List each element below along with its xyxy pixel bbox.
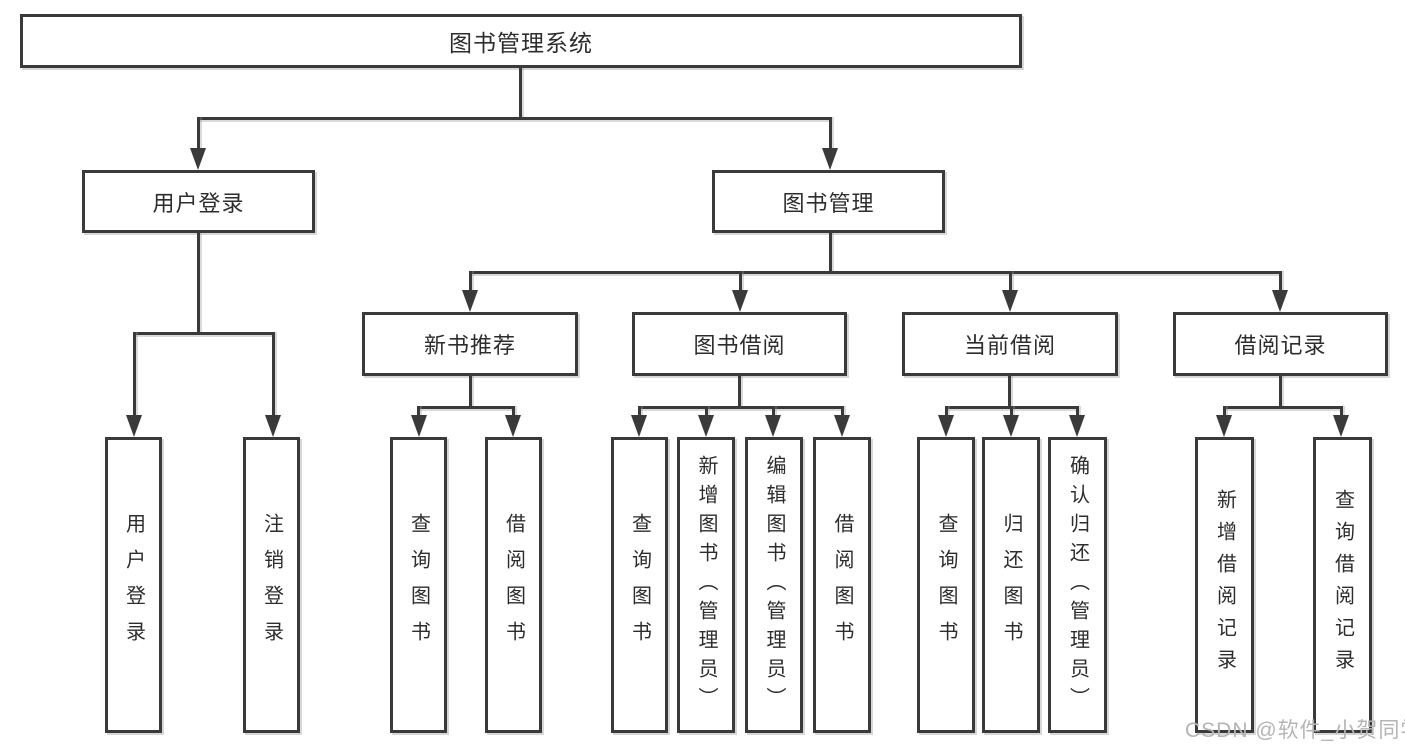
leaf-label: 编辑图书（管理员） bbox=[763, 454, 785, 716]
arrow-down-icon bbox=[732, 290, 748, 312]
leaf-label: 注销登录 bbox=[260, 513, 283, 657]
connector-line bbox=[841, 406, 844, 422]
arrow-down-icon bbox=[822, 148, 838, 170]
connector-line bbox=[1279, 376, 1282, 408]
arrow-down-icon bbox=[1272, 290, 1288, 312]
node-label: 新书推荐 bbox=[423, 333, 516, 358]
arrow-down-icon bbox=[698, 415, 714, 437]
node-library-system: 图书管理系统 bbox=[20, 14, 1022, 68]
leaf-query-borrow-record: 查询借阅记录 bbox=[1313, 437, 1372, 733]
connector-line bbox=[197, 117, 831, 120]
node-label: 当前借阅 bbox=[963, 333, 1056, 358]
leaf-label: 查询图书 bbox=[407, 513, 430, 657]
leaf-label: 查询图书 bbox=[628, 513, 651, 657]
node-label: 图书管理系统 bbox=[449, 30, 593, 56]
connector-line bbox=[519, 68, 522, 118]
leaf-label: 查询图书 bbox=[935, 513, 957, 657]
connector-line bbox=[469, 376, 472, 408]
node-label: 用户登录 bbox=[152, 190, 245, 216]
leaf-query-books: 查询图书 bbox=[390, 437, 447, 733]
connector-line bbox=[1076, 406, 1079, 422]
node-current-borrowing: 当前借阅 bbox=[902, 312, 1118, 376]
node-borrowing-records: 借阅记录 bbox=[1173, 312, 1388, 376]
connector-line bbox=[469, 271, 1282, 274]
node-label: 图书借阅 bbox=[693, 333, 786, 358]
arrow-down-icon bbox=[1003, 415, 1019, 437]
leaf-borrow-books: 借阅图书 bbox=[813, 437, 871, 733]
connector-line bbox=[133, 332, 275, 335]
arrow-down-icon bbox=[505, 415, 521, 437]
arrow-down-icon bbox=[126, 415, 142, 437]
connector-line bbox=[638, 406, 641, 422]
leaf-user-login: 用户登录 bbox=[105, 437, 162, 733]
csdn-watermark: CSDN @软件_小贺同学 bbox=[1185, 719, 1405, 742]
connector-line bbox=[1223, 406, 1226, 422]
connector-line bbox=[738, 376, 741, 408]
arrow-down-icon bbox=[938, 415, 954, 437]
connector-line bbox=[272, 332, 275, 422]
arrow-down-icon bbox=[765, 415, 781, 437]
leaf-add-book-admin: 新增图书（管理员） bbox=[677, 437, 735, 733]
leaf-query-books: 查询图书 bbox=[611, 437, 668, 733]
arrow-down-icon bbox=[1002, 290, 1018, 312]
arrow-down-icon bbox=[265, 415, 281, 437]
leaf-add-borrow-record: 新增借阅记录 bbox=[1195, 437, 1254, 733]
connector-line bbox=[945, 406, 948, 422]
connector-line bbox=[739, 271, 742, 296]
leaf-label: 确认归还（管理员） bbox=[1066, 454, 1089, 716]
leaf-label: 新增图书（管理员） bbox=[695, 454, 717, 716]
connector-line bbox=[705, 406, 708, 422]
connector-line bbox=[417, 406, 515, 409]
connector-line bbox=[829, 233, 832, 273]
node-new-book-recommend: 新书推荐 bbox=[362, 312, 578, 376]
connector-line bbox=[1008, 376, 1011, 408]
leaf-return-books: 归还图书 bbox=[982, 437, 1040, 733]
connector-line bbox=[1279, 271, 1282, 296]
node-label: 借阅记录 bbox=[1234, 333, 1327, 358]
connector-line bbox=[1010, 406, 1013, 422]
connector-line bbox=[197, 117, 200, 153]
arrow-down-icon bbox=[190, 148, 206, 170]
connector-line bbox=[638, 406, 843, 409]
leaf-label: 查询借阅记录 bbox=[1331, 489, 1354, 681]
leaf-query-books: 查询图书 bbox=[917, 437, 975, 733]
arrow-down-icon bbox=[834, 415, 850, 437]
arrow-down-icon bbox=[1216, 415, 1232, 437]
node-user-login: 用户登录 bbox=[82, 170, 315, 233]
node-book-borrowing: 图书借阅 bbox=[632, 312, 847, 376]
leaf-logout: 注销登录 bbox=[243, 437, 300, 733]
connector-line bbox=[772, 406, 775, 422]
leaf-label: 归还图书 bbox=[1000, 513, 1022, 657]
arrow-down-icon bbox=[1333, 415, 1349, 437]
connector-line bbox=[133, 332, 136, 422]
connector-line bbox=[829, 117, 832, 153]
leaf-confirm-return-admin: 确认归还（管理员） bbox=[1048, 437, 1107, 733]
leaf-label: 借阅图书 bbox=[502, 513, 525, 657]
node-book-management: 图书管理 bbox=[712, 170, 945, 233]
connector-line bbox=[1223, 406, 1342, 409]
arrow-down-icon bbox=[1069, 415, 1085, 437]
node-label: 图书管理 bbox=[782, 190, 875, 216]
leaf-edit-book-admin: 编辑图书（管理员） bbox=[745, 437, 803, 733]
connector-line bbox=[469, 271, 472, 296]
arrow-down-icon bbox=[631, 415, 647, 437]
arrow-down-icon bbox=[462, 290, 478, 312]
connector-line bbox=[1009, 271, 1012, 296]
connector-line bbox=[417, 406, 420, 422]
connector-line bbox=[197, 233, 200, 334]
connector-line bbox=[1340, 406, 1343, 422]
leaf-label: 借阅图书 bbox=[831, 513, 853, 657]
connector-line bbox=[512, 406, 515, 422]
leaf-label: 新增借阅记录 bbox=[1213, 489, 1236, 681]
leaf-label: 用户登录 bbox=[122, 513, 145, 657]
leaf-borrow-books: 借阅图书 bbox=[485, 437, 542, 733]
arrow-down-icon bbox=[411, 415, 427, 437]
